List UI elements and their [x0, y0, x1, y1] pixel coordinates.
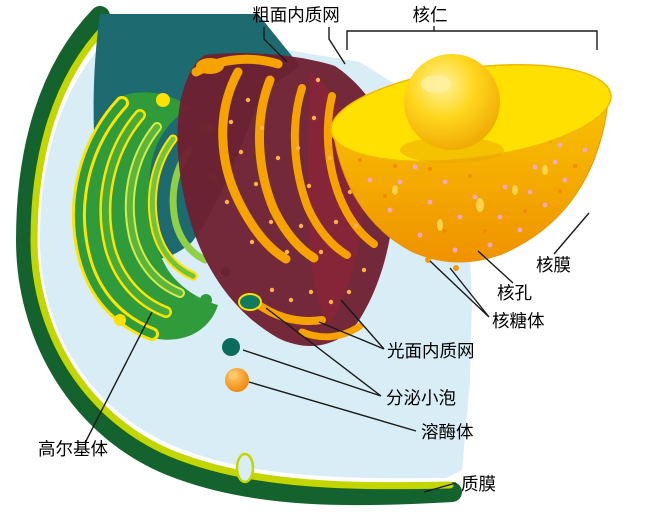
label-plasma-membrane: 质膜 [461, 474, 496, 494]
label-secretory-vesicle: 分泌小泡 [386, 388, 456, 408]
leader-nuclear-membrane [553, 212, 590, 255]
secretory-vesicle-2 [222, 338, 240, 356]
leader-ribosome [429, 260, 490, 318]
leader-rough-er [263, 27, 346, 65]
labels: 粗面内质网 核仁 核膜 核孔 核糖体 光面内质网 分泌小泡 溶酶体 高尔基体 质… [38, 5, 571, 494]
nucleolus-highlight [421, 75, 451, 93]
leader-lines [84, 26, 598, 493]
nucleus [330, 54, 612, 263]
lysosome [225, 368, 249, 392]
label-smooth-er: 光面内质网 [387, 341, 475, 361]
label-ribosome: 核糖体 [492, 311, 545, 331]
label-golgi: 高尔基体 [38, 439, 108, 459]
membrane-invagination [235, 452, 255, 484]
label-nuclear-pore: 核孔 [497, 283, 532, 303]
nucleolus [404, 54, 500, 150]
leader-secretory-vesicle [242, 307, 382, 397]
leader-lysosome [248, 381, 417, 432]
label-nuclear-membrane: 核膜 [536, 255, 571, 275]
envelope-droplets [392, 165, 548, 231]
leader-plasma-membrane [423, 482, 457, 493]
golgi-apparatus [72, 92, 231, 341]
leader-golgi [84, 311, 153, 444]
label-rough-er: 粗面内质网 [252, 5, 340, 25]
leader-nucleolus [346, 26, 598, 50]
secretory-vesicle [238, 293, 262, 311]
plasma-membrane [15, 6, 462, 506]
leader-smooth-er [318, 299, 385, 350]
smooth-er-2 [298, 322, 364, 341]
label-lysosome: 溶酶体 [421, 422, 474, 442]
envelope-orange-dots [348, 138, 577, 233]
label-nucleolus: 核仁 [413, 5, 448, 25]
leader-nuclear-pore [477, 250, 514, 284]
